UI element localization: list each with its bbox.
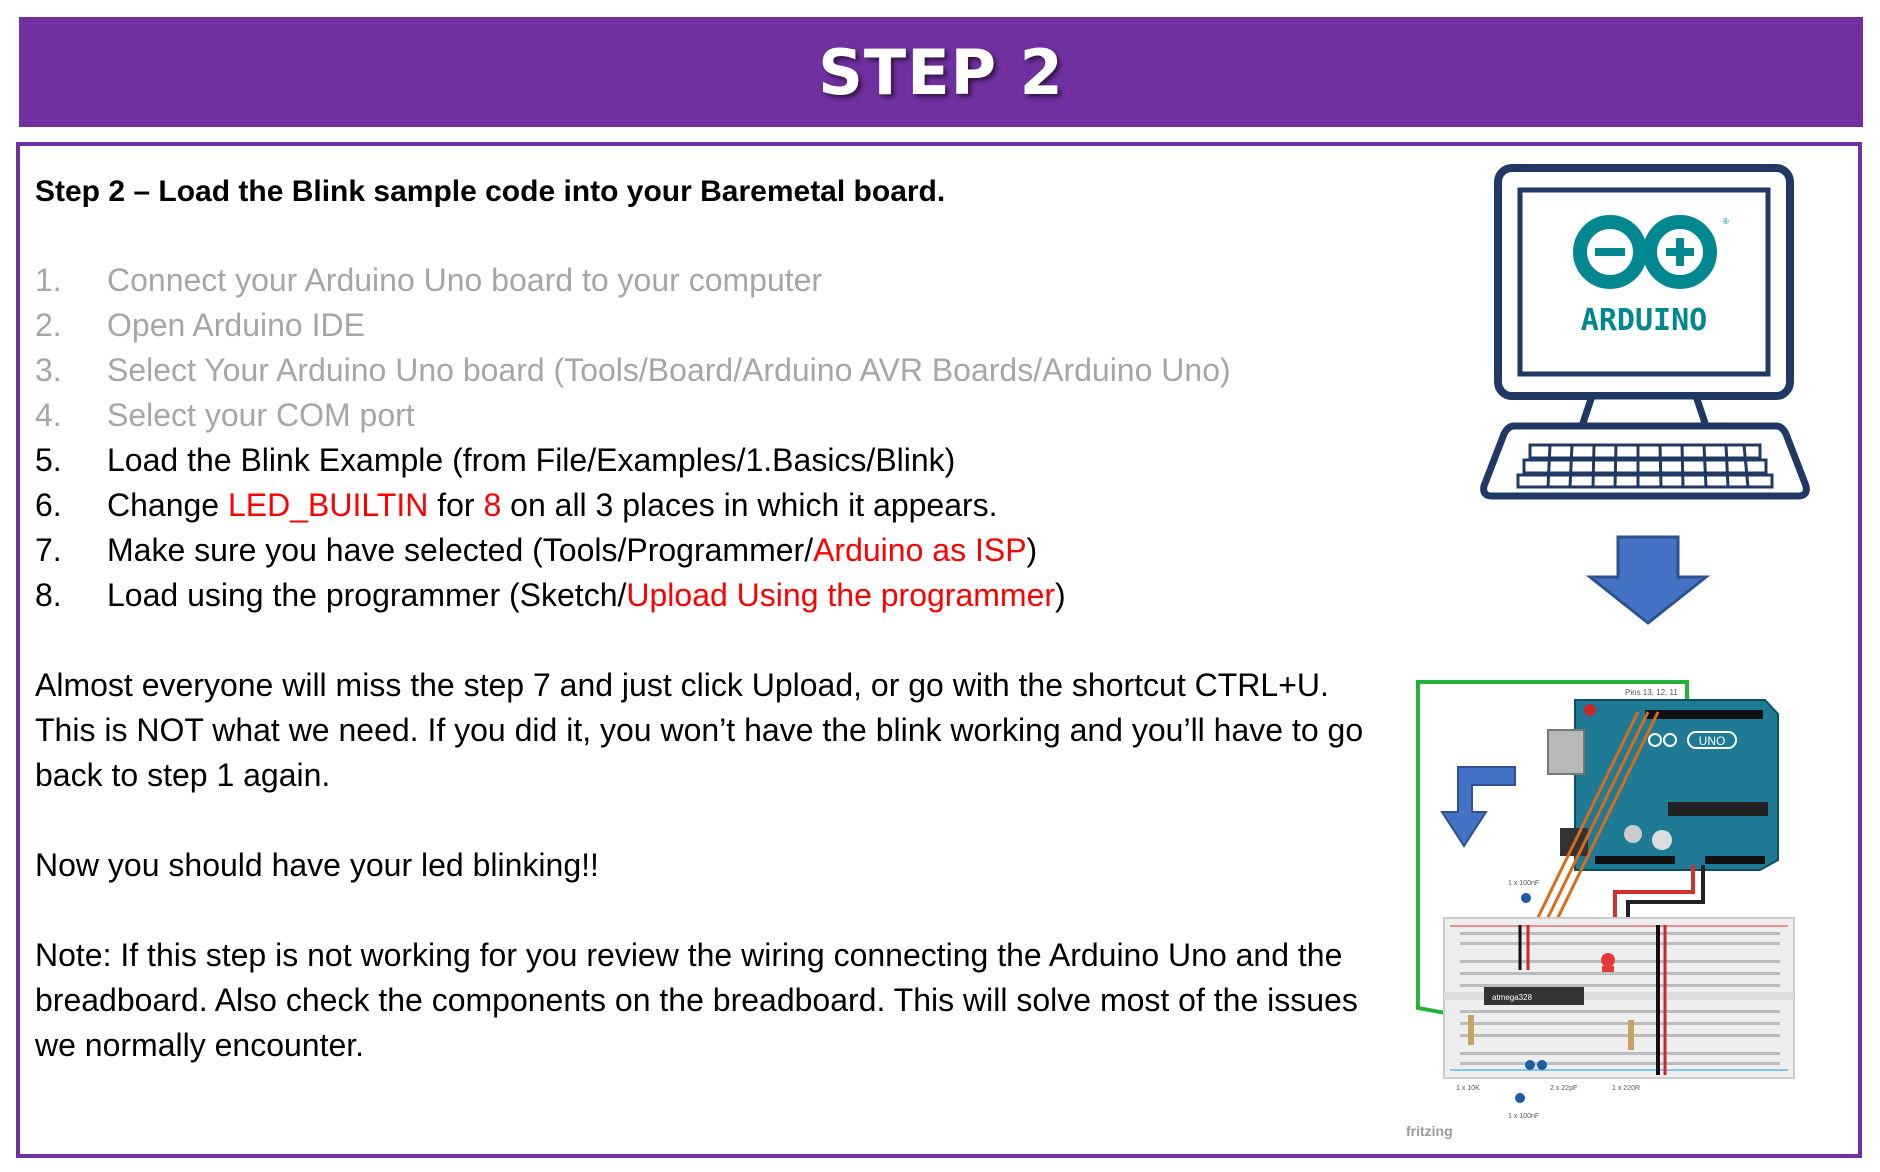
highlight-upload-programmer: Upload Using the programmer <box>626 577 1056 613</box>
list-item: 2.Open Arduino IDE <box>35 307 365 343</box>
instructions: Step 2 – Load the Blink sample code into… <box>35 170 1365 1068</box>
list-item: 3.Select Your Arduino Uno board (Tools/B… <box>35 352 1231 388</box>
step-list: 1.Connect your Arduino Uno board to your… <box>35 258 1365 618</box>
note-paragraph: Note: If this step is not working for yo… <box>35 937 1358 1063</box>
highlight-pin-8: 8 <box>483 487 502 523</box>
arduino-uno-board: UNO <box>1547 699 1779 871</box>
list-item: 8.Load using the programmer (Sketch/Uplo… <box>35 577 1066 613</box>
warning-paragraph: Almost everyone will miss the step 7 and… <box>35 667 1364 793</box>
arduino-infinity-logo: ® <box>1573 215 1729 289</box>
highlight-arduino-isp: Arduino as ISP <box>813 532 1027 568</box>
list-item: 1.Connect your Arduino Uno board to your… <box>35 262 823 298</box>
list-item: 6.Change LED_BUILTIN for 8 on all 3 plac… <box>35 487 998 523</box>
crystal-caps-label: 2 x 22pF <box>1550 1085 1577 1092</box>
cap-bottom-label: 1 x 100nF <box>1508 1113 1539 1120</box>
down-arrow-icon <box>1586 535 1710 625</box>
svg-text:®: ® <box>1723 217 1729 226</box>
banner-title: STEP 2 <box>818 35 1064 109</box>
highlight-led-builtin: LED_BUILTIN <box>227 487 429 523</box>
uno-label: UNO <box>1699 734 1726 748</box>
chip-label: atmega328 <box>1492 993 1533 1002</box>
list-item: 4.Select your COM port <box>35 397 415 433</box>
breadboard: atmega328 <box>1443 893 1795 1103</box>
keyboard-keys <box>1516 443 1774 489</box>
cap-top-label: 1 x 100nF <box>1508 880 1539 887</box>
arduino-brand-text: ARDUINO <box>1581 303 1707 338</box>
fritzing-watermark: fritzing <box>1406 1123 1453 1139</box>
computer-icon: ® ARDUINO <box>1480 164 1810 500</box>
list-item: 5.Load the Blink Example (from File/Exam… <box>35 442 956 478</box>
list-item: 7.Make sure you have selected (Tools/Pro… <box>35 532 1038 568</box>
content-panel <box>16 142 1862 1158</box>
step-heading: Step 2 – Load the Blink sample code into… <box>35 175 946 208</box>
title-banner: STEP 2 <box>19 17 1863 127</box>
res-left-label: 1 x 10K <box>1456 1085 1480 1092</box>
res-right-label: 1 x 220R <box>1612 1085 1640 1092</box>
breadboard-wiring-diagram: Pins 13, 12, 11 UNO <box>1400 670 1800 1145</box>
pins-label: Pins 13, 12, 11 <box>1625 688 1678 697</box>
result-paragraph: Now you should have your led blinking!! <box>35 847 599 883</box>
